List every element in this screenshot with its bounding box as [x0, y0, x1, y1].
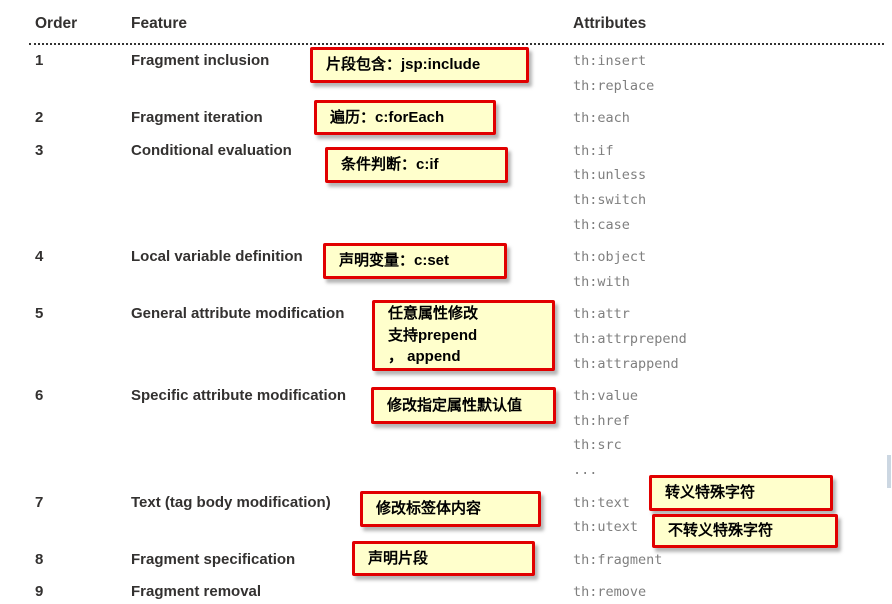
attributes-cell: th:value th:href th:src...: [573, 384, 884, 482]
attributes-cell: th:insert th:replace: [573, 49, 884, 98]
order-cell: 8: [35, 550, 44, 568]
feature-table: Order Feature Attributes 1 Fragment inclu…: [29, 0, 884, 604]
scrollbar-fragment: [887, 455, 891, 488]
table-row: 2 Fragment iteration th:each: [29, 106, 884, 131]
note-conditional: 条件判断：c:if: [325, 147, 508, 183]
attribute-item: th:fragment: [573, 551, 663, 568]
feature-cell: Specific attribute modification: [131, 387, 347, 405]
note-text-body: 修改标签体内容: [360, 491, 541, 527]
attribute-item: th:object: [573, 249, 647, 266]
attribute-item: th:utext: [573, 519, 639, 536]
callout-text: 修改指定属性默认值: [387, 396, 523, 414]
attribute-item: th:text: [573, 494, 630, 511]
feature-cell: Local variable definition: [131, 248, 303, 266]
attribute-item: th:src: [573, 437, 622, 454]
feature-cell: Fragment iteration: [131, 109, 263, 127]
attributes-cell: th:text th:utext: [573, 491, 884, 540]
attributes-cell: th:remove: [573, 580, 884, 604]
attributes-cell: th:object th:with: [573, 245, 884, 294]
attribute-item: th:replace: [573, 77, 655, 94]
note-specific-attribute: 修改指定属性默认值: [371, 387, 556, 424]
table-row: 6 Specific attribute modification th:value…: [29, 384, 884, 482]
callout-text: 遍历：c:forEach: [330, 108, 445, 126]
order-cell: 5: [35, 305, 44, 323]
order-cell: 4: [35, 248, 44, 266]
table-row: 4 Local variable definition th:object th:wi…: [29, 245, 884, 294]
attributes-cell: th:if th:unless th:switch th:case: [573, 139, 884, 237]
feature-cell: Fragment specification: [131, 550, 296, 568]
order-cell: 9: [35, 583, 44, 601]
attributes-cell: th:each: [573, 106, 884, 131]
header-feature: Feature: [131, 15, 187, 32]
feature-cell: General attribute modification: [131, 305, 345, 323]
order-cell: 1: [35, 52, 44, 69]
callout-text: 转义特殊字符: [665, 484, 756, 502]
callout-text: 声明片段: [368, 549, 429, 567]
callout-text: 片段包含：jsp:include: [326, 56, 481, 74]
callout-text: 条件判断：c:if: [341, 156, 439, 174]
attribute-item: th:attrprepend: [573, 330, 687, 347]
note-fragment-iteration: 遍历：c:forEach: [314, 100, 496, 135]
attribute-item: th:if: [573, 142, 614, 159]
note-fragment-inclusion: 片段包含：jsp:include: [310, 47, 529, 83]
order-cell: 2: [35, 109, 44, 127]
table-row: 8 Fragment specification th:fragment: [29, 548, 884, 573]
table-row: 7 Text (tag body modification) th:text th:u…: [29, 491, 884, 540]
attributes-cell: th:attr th:attrprepend th:attrappend: [573, 302, 884, 376]
attribute-item: th:with: [573, 273, 630, 290]
attribute-item: th:switch: [573, 191, 647, 208]
callout-text: 任意属性修改: [388, 305, 479, 323]
note-unescaped: 不转义特殊字符: [652, 514, 838, 548]
note-escaped: 转义特殊字符: [649, 475, 833, 511]
order-cell: 6: [35, 387, 44, 405]
attribute-item: th:href: [573, 412, 630, 429]
note-general-attribute: 任意属性修改支持prepend ， append: [372, 300, 555, 371]
attribute-item: th:unless: [573, 167, 647, 184]
callout-text: 不转义特殊字符: [668, 522, 774, 540]
feature-cell: Text (tag body modification): [131, 493, 331, 511]
attribute-item: th:insert: [573, 53, 647, 69]
order-cell: 7: [35, 493, 44, 511]
attribute-item: th:remove: [573, 584, 647, 601]
feature-cell: Conditional evaluation: [131, 141, 292, 159]
attributes-cell: th:fragment: [573, 548, 884, 573]
table-header-row: Order Feature Attributes: [29, 0, 884, 45]
feature-cell: Fragment inclusion: [131, 52, 270, 69]
callout-text: 支持prepend: [388, 326, 478, 344]
callout-text: 声明变量：c:set: [339, 252, 450, 270]
note-local-variable: 声明变量：c:set: [323, 243, 507, 279]
note-fragment-spec: 声明片段: [352, 541, 535, 576]
callout-text: 修改标签体内容: [376, 500, 482, 518]
attribute-item: ...: [573, 461, 598, 478]
attribute-item: th:each: [573, 110, 630, 127]
attribute-item: th:attrappend: [573, 355, 679, 372]
header-order: Order: [35, 15, 78, 32]
attribute-item: th:value: [573, 388, 639, 405]
table-row: 9 Fragment removal th:remove: [29, 580, 884, 604]
feature-cell: Fragment removal: [131, 583, 262, 601]
order-cell: 3: [35, 141, 44, 159]
table-row: 1 Fragment inclusion th:insert th:replace: [29, 49, 884, 98]
header-attributes: Attributes: [573, 15, 647, 32]
callout-text: ， append: [388, 348, 461, 366]
attribute-item: th:attr: [573, 306, 630, 323]
attribute-item: th:case: [573, 216, 630, 233]
